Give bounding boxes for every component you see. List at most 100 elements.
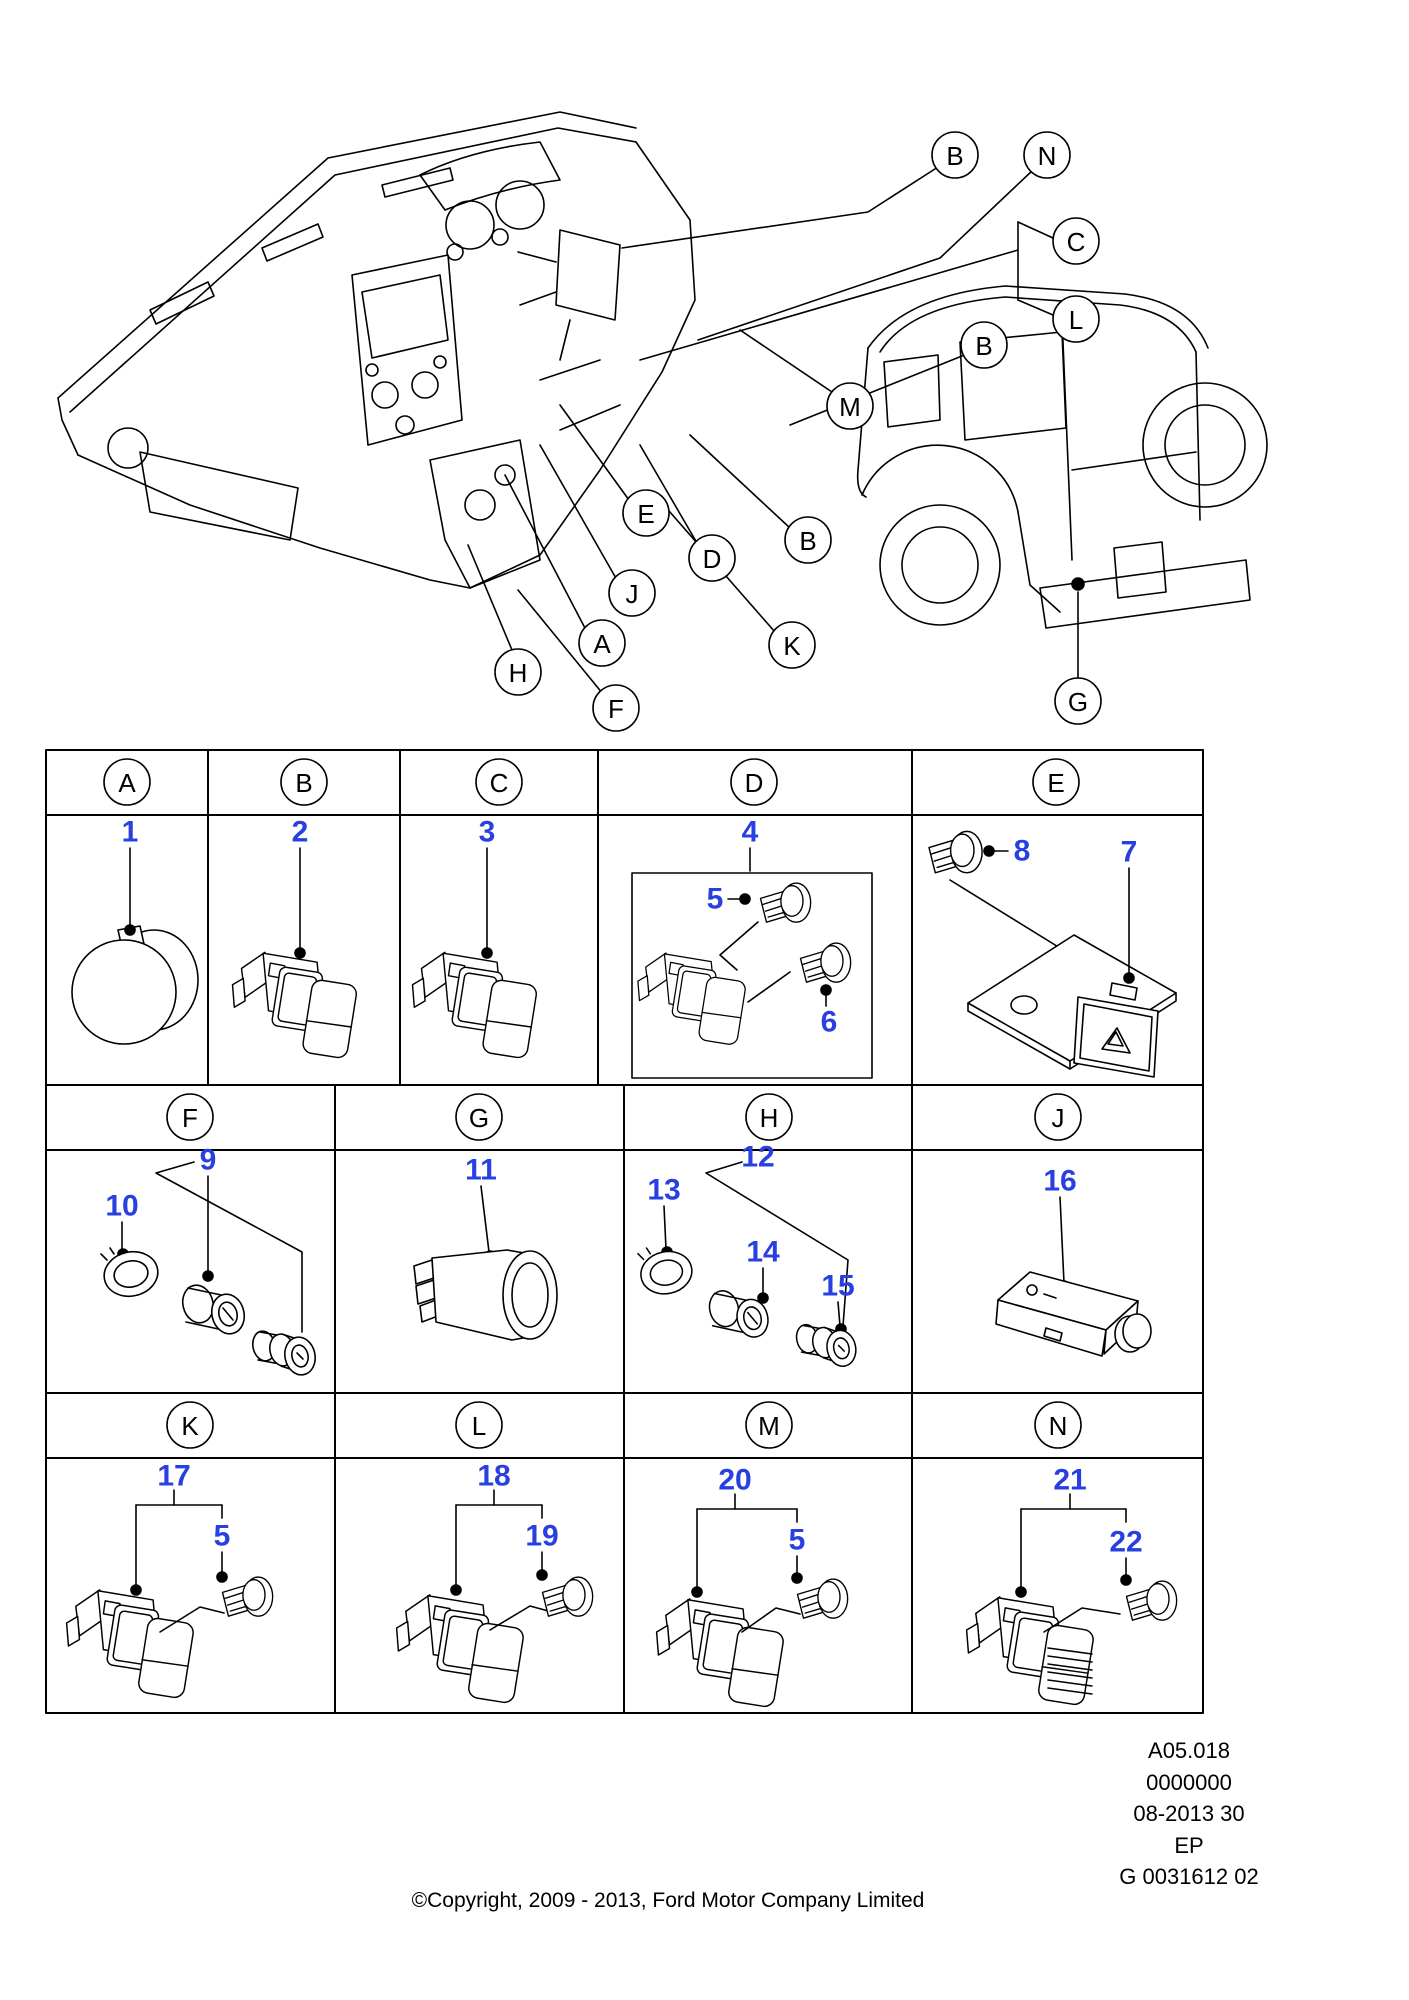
table-header-M: M [745, 1401, 793, 1449]
part-3-drawing [411, 847, 539, 1060]
part-18-19-drawing [395, 1489, 594, 1705]
table-header-K: K [166, 1401, 214, 1449]
part-2-drawing [231, 847, 359, 1060]
part-number-15-14: 15 [821, 1270, 854, 1303]
callout-B-7: B [784, 516, 832, 564]
catalog-section-code: A05.018 [1148, 1738, 1230, 1763]
callout-A-10: A [578, 619, 626, 667]
svg-text:H: H [760, 1103, 779, 1133]
svg-text:D: D [703, 544, 722, 574]
part-number-21-22: 21 [1053, 1464, 1086, 1497]
part-12-13-14-15-drawing [636, 1161, 860, 1370]
svg-text:L: L [472, 1411, 486, 1441]
svg-text:M: M [758, 1411, 780, 1441]
table-header-G: G [455, 1093, 503, 1141]
part-number-4-3: 4 [742, 816, 759, 849]
svg-text:H: H [509, 658, 528, 688]
part-number-17-16: 17 [157, 1460, 190, 1493]
catalog-market-code: EP [1174, 1832, 1204, 1858]
callout-D-8: D [688, 534, 736, 582]
svg-text:F: F [182, 1103, 198, 1133]
table-header-E: E [1032, 758, 1080, 806]
svg-text:E: E [1047, 768, 1064, 798]
catalog-drawing-number: G 0031612 02 [1119, 1864, 1259, 1889]
part-7-8-drawing [928, 830, 1177, 1078]
part-21-22-drawing [965, 1493, 1178, 1707]
svg-text:J: J [1052, 1103, 1065, 1133]
svg-text:B: B [295, 768, 312, 798]
part-1-drawing [71, 847, 199, 1045]
svg-text:J: J [626, 579, 639, 609]
callout-leader-lines [467, 166, 1079, 695]
callout-B-0: B [931, 131, 979, 179]
catalog-serial-code: 0000000 [1146, 1769, 1232, 1795]
callout-L-3: L [1052, 295, 1100, 343]
catalog-code-block: A05.018 0000000 08-2013 30 EP G 0031612 … [1039, 1735, 1339, 1893]
callout-F-14: F [592, 684, 640, 732]
part-number-18-18: 18 [477, 1460, 510, 1493]
svg-text:N: N [1038, 141, 1057, 171]
part-number-12-12: 12 [741, 1141, 774, 1174]
part-number-5-17: 5 [214, 1520, 231, 1553]
callout-N-1: N [1023, 131, 1071, 179]
table-grid [45, 749, 1204, 1714]
copyright-notice: ©Copyright, 2009 - 2013, Ford Motor Comp… [411, 1889, 925, 1912]
svg-text:M: M [839, 392, 861, 422]
part-number-9-8: 9 [200, 1144, 217, 1177]
part-11-drawing [413, 1185, 558, 1341]
svg-text:K: K [181, 1411, 199, 1441]
callout-H-12: H [494, 648, 542, 696]
ribbed-rocker-lines [1047, 1647, 1093, 1695]
part-4-assembly-drawing [631, 847, 873, 1079]
svg-text:K: K [783, 631, 801, 661]
part-number-8-6: 8 [1014, 835, 1031, 868]
svg-text:E: E [637, 499, 654, 529]
svg-text:N: N [1049, 1411, 1068, 1441]
part-number-1-0: 1 [122, 816, 139, 849]
part-number-20-20: 20 [718, 1464, 751, 1497]
table-header-D: D [730, 758, 778, 806]
table-header-B: B [280, 758, 328, 806]
part-9-10-drawing [99, 1161, 320, 1379]
callout-G-13: G [1054, 677, 1102, 725]
callout-E-6: E [622, 489, 670, 537]
part-number-2-1: 2 [292, 816, 309, 849]
part-number-13-11: 13 [647, 1174, 680, 1207]
part-number-19-19: 19 [525, 1520, 558, 1553]
part-number-7-7: 7 [1121, 836, 1138, 869]
part-20-5-drawing [655, 1493, 849, 1709]
part-16-drawing [995, 1196, 1152, 1357]
part-number-10-9: 10 [105, 1190, 138, 1223]
part-number-5-4: 5 [707, 883, 724, 916]
part-number-6-5: 6 [821, 1006, 838, 1039]
table-header-N: N [1034, 1401, 1082, 1449]
callout-M-5: M [826, 382, 874, 430]
svg-text:D: D [745, 768, 764, 798]
callout-K-11: K [768, 621, 816, 669]
svg-text:G: G [469, 1103, 489, 1133]
svg-text:C: C [1067, 227, 1086, 257]
svg-text:A: A [118, 768, 136, 798]
part-number-3-2: 3 [479, 816, 496, 849]
svg-text:B: B [975, 331, 992, 361]
part-number-5-21: 5 [789, 1524, 806, 1557]
part-17-5-drawing [65, 1489, 274, 1700]
callout-B-4: B [960, 321, 1008, 369]
svg-text:A: A [593, 629, 611, 659]
svg-text:G: G [1068, 687, 1088, 717]
table-header-L: L [455, 1401, 503, 1449]
part-number-14-13: 14 [746, 1236, 780, 1269]
table-header-J: J [1034, 1093, 1082, 1141]
callout-J-9: J [608, 569, 656, 617]
svg-text:L: L [1069, 305, 1083, 335]
vehicle-rear-illustration [856, 285, 1268, 629]
callout-circles: B N C L B M E B D JA K H G F [494, 131, 1102, 732]
table-header-H: H [745, 1093, 793, 1141]
part-number-16-15: 16 [1043, 1165, 1076, 1198]
callout-C-2: C [1052, 217, 1100, 265]
part-number-22-23: 22 [1109, 1526, 1142, 1559]
